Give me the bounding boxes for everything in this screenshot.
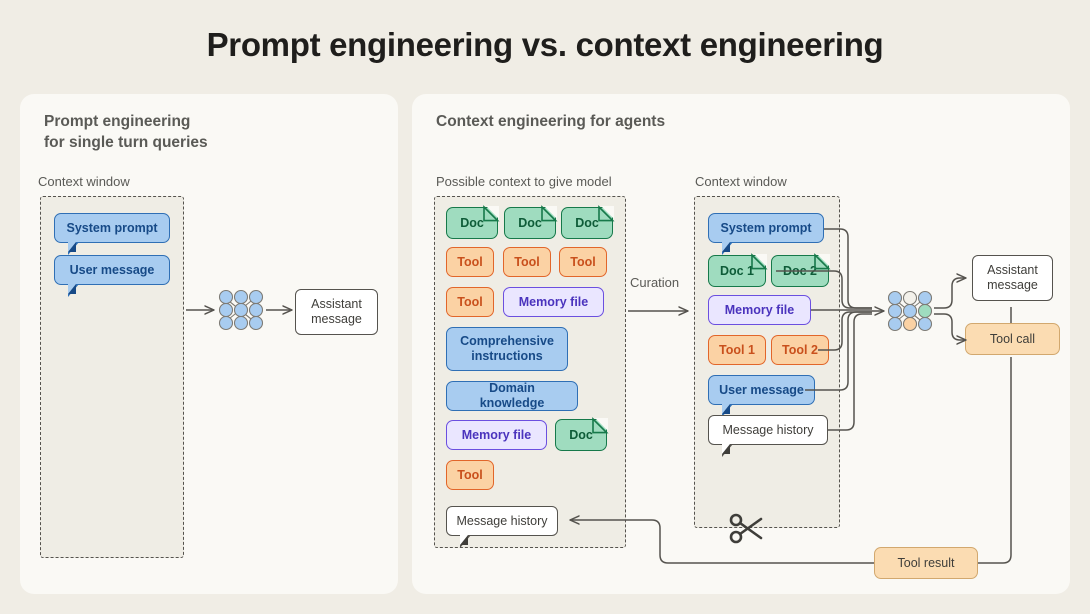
context-engineering-card: Context engineering for agents Possible …: [412, 94, 1070, 594]
chip-label: Doc 2: [782, 263, 818, 278]
chip-message-history[interactable]: Message history: [446, 506, 558, 548]
chip-doc[interactable]: Doc: [561, 205, 615, 239]
chip-system-prompt[interactable]: System prompt: [54, 213, 170, 255]
chip-tool[interactable]: Tool: [446, 287, 494, 317]
chip-label: User message: [69, 262, 155, 277]
chip-tool-2[interactable]: Tool 2: [771, 335, 829, 365]
chip-label: User message: [719, 382, 804, 397]
output-tool-call[interactable]: Tool call: [965, 323, 1060, 355]
chip-tool-1[interactable]: Tool 1: [708, 335, 766, 365]
chip-memory-file[interactable]: Memory file: [708, 295, 811, 325]
page-title: Prompt engineering vs. context engineeri…: [206, 26, 884, 63]
prompt-engineering-card: Prompt engineering for single turn queri…: [20, 94, 398, 594]
output-assistant-message[interactable]: Assistant message: [295, 289, 378, 335]
chip-label: Memory file: [461, 427, 532, 442]
chip-doc-2[interactable]: Doc 2: [771, 253, 831, 287]
chip-label: Doc: [575, 215, 599, 230]
chip-label: Domain knowledge: [479, 381, 545, 410]
chip-label: Tool 1: [719, 342, 755, 357]
left-context-window-label: Context window: [38, 174, 130, 189]
chip-tool[interactable]: Tool: [446, 247, 494, 277]
chip-tool[interactable]: Tool: [503, 247, 551, 277]
chip-domain-knowledge[interactable]: Domain knowledge: [446, 381, 578, 411]
chip-label: Tool call: [989, 331, 1036, 346]
output-assistant-message[interactable]: Assistant message: [972, 255, 1053, 301]
chip-label: Memory file: [518, 294, 589, 309]
curation-label: Curation: [630, 275, 680, 290]
chip-label: Doc 1: [719, 263, 755, 278]
chip-label: Assistant message: [987, 263, 1038, 292]
chip-doc[interactable]: Doc: [504, 205, 558, 239]
chip-label: Comprehensive instructions: [460, 334, 554, 363]
doc-fold-icon: [600, 206, 614, 220]
chip-doc-1[interactable]: Doc 1: [708, 253, 768, 287]
doc-fold-icon: [485, 206, 499, 220]
doc-fold-icon: [594, 418, 608, 432]
chip-doc[interactable]: Doc: [446, 205, 500, 239]
possible-context-label: Possible context to give model: [436, 174, 612, 189]
chip-label: Doc: [460, 215, 484, 230]
chip-label: Assistant message: [311, 297, 362, 326]
chip-doc[interactable]: Doc: [555, 417, 609, 451]
chip-tool[interactable]: Tool: [559, 247, 607, 277]
doc-fold-icon: [543, 206, 557, 220]
chip-label: Message history: [456, 513, 548, 528]
right-card-title: Context engineering for agents: [436, 113, 666, 130]
doc-fold-icon: [753, 254, 767, 268]
chip-label: Tool: [457, 294, 483, 309]
chip-memory-file[interactable]: Memory file: [446, 420, 547, 450]
chip-system-prompt[interactable]: System prompt: [708, 213, 824, 255]
chip-label: Tool 2: [782, 342, 818, 357]
chip-user-message[interactable]: User message: [54, 255, 170, 297]
chip-label: Tool result: [897, 555, 955, 570]
chip-label: Memory file: [724, 302, 795, 317]
chip-tool[interactable]: Tool: [446, 460, 494, 490]
chip-label: Tool: [514, 254, 540, 269]
chip-message-history[interactable]: Message history: [708, 415, 828, 457]
chip-comprehensive-instructions[interactable]: Comprehensive instructions: [446, 327, 568, 371]
scissors-icon: [729, 513, 763, 544]
feedback-tool-result[interactable]: Tool result: [874, 547, 978, 579]
chip-label: Tool: [457, 254, 483, 269]
chip-label: Doc: [518, 215, 542, 230]
chip-label: Message history: [722, 422, 814, 437]
chip-user-message[interactable]: User message: [708, 375, 815, 417]
right-context-window-label: Context window: [695, 174, 787, 189]
chip-label: System prompt: [66, 220, 158, 235]
chip-label: System prompt: [720, 220, 812, 235]
left-card-title: Prompt engineering for single turn queri…: [44, 113, 208, 151]
chip-label: Tool: [457, 467, 483, 482]
chip-label: Tool: [570, 254, 596, 269]
chip-label: Doc: [569, 427, 593, 442]
chip-memory-file[interactable]: Memory file: [503, 287, 604, 317]
left-context-window: [40, 196, 184, 558]
